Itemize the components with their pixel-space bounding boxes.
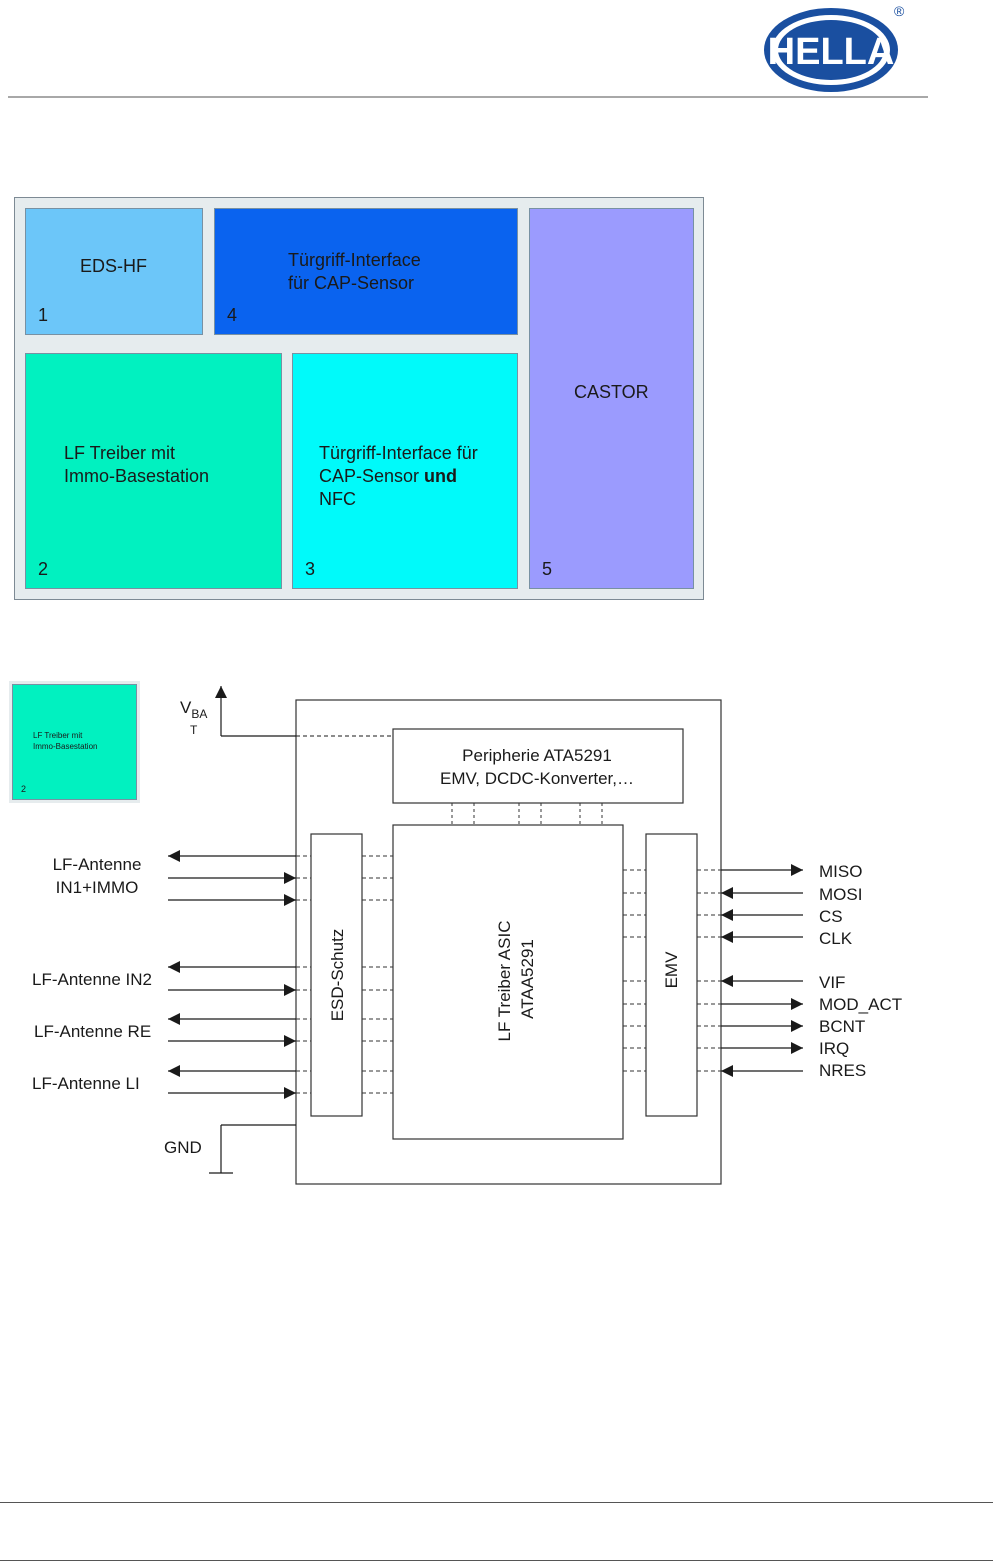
block-tuergriff-cap-number: 4 bbox=[227, 305, 238, 325]
gnd-symbol bbox=[209, 1124, 296, 1174]
block-eds-hf-number: 1 bbox=[38, 305, 49, 325]
footer-rule-top bbox=[0, 1502, 993, 1503]
block-tuergriff-cap: Türgriff-Interface für CAP-Sensor 4 bbox=[214, 208, 518, 335]
block-eds-hf: EDS-HF 1 bbox=[25, 208, 203, 335]
block-tuergriff-nfc-bold: und bbox=[424, 466, 458, 486]
block-castor: CASTOR 5 bbox=[529, 208, 694, 589]
asic-line1: LF Treiber ASIC bbox=[495, 921, 514, 1042]
block-eds-hf-title: EDS-HF bbox=[80, 256, 147, 276]
block-tuergriff-cap-line1: Türgriff-Interface bbox=[288, 250, 421, 270]
svg-text:®: ® bbox=[894, 3, 905, 19]
block-tuergriff-nfc: Türgriff-Interface für CAP-Sensor und NF… bbox=[292, 353, 518, 589]
signal-vif: VIF bbox=[819, 973, 845, 992]
asic-box bbox=[392, 824, 624, 1140]
svg-text:HELLA: HELLA bbox=[768, 31, 895, 73]
block-tuergriff-cap-title: Türgriff-Interface für CAP-Sensor bbox=[288, 249, 421, 295]
thumbnail-line1: LF Treiber mit bbox=[33, 731, 83, 740]
block-castor-number: 5 bbox=[542, 559, 553, 579]
right-signal-lines bbox=[721, 864, 803, 1077]
footer-rule-bottom bbox=[0, 1560, 993, 1561]
asic-line2: ATAA5291 bbox=[518, 939, 537, 1019]
peripherie-line2: EMV, DCDC-Konverter,… bbox=[440, 769, 634, 788]
signal-mosi: MOSI bbox=[819, 885, 862, 904]
lf-in2-label: LF-Antenne IN2 bbox=[32, 970, 152, 989]
block-lf-treiber: LF Treiber mit Immo-Basestation 2 bbox=[25, 353, 282, 589]
left-signal-lines bbox=[168, 850, 296, 1099]
emv-box bbox=[645, 833, 698, 1117]
vbat-line bbox=[215, 686, 393, 737]
signal-cs: CS bbox=[819, 907, 843, 926]
lf-li-label: LF-Antenne LI bbox=[32, 1074, 140, 1093]
block-tuergriff-nfc-line1: Türgriff-Interface für bbox=[319, 443, 478, 463]
thumbnail-number: 2 bbox=[21, 784, 27, 794]
block-tuergriff-cap-line2: für CAP-Sensor bbox=[288, 273, 415, 293]
esd-label: ESD-Schutz bbox=[328, 929, 347, 1022]
block-lf-treiber-title: LF Treiber mit Immo-Basestation bbox=[64, 442, 209, 488]
header-rule bbox=[8, 96, 928, 98]
signal-mod-act: MOD_ACT bbox=[819, 995, 902, 1014]
peripherie-asic-links bbox=[451, 803, 603, 825]
right-dashed-links bbox=[623, 869, 721, 1072]
lf-re-label: LF-Antenne RE bbox=[34, 1022, 151, 1041]
block-lf-treiber-number: 2 bbox=[38, 559, 49, 579]
block-lf-treiber-line1: LF Treiber mit bbox=[64, 443, 176, 463]
left-dashed-links bbox=[296, 855, 393, 1094]
signal-irq: IRQ bbox=[819, 1039, 849, 1058]
block-tuergriff-nfc-line3: NFC bbox=[319, 489, 356, 509]
signal-miso: MISO bbox=[819, 862, 862, 881]
block-lf-treiber-line2: Immo-Basestation bbox=[64, 466, 210, 486]
block-tuergriff-nfc-title: Türgriff-Interface für CAP-Sensor und NF… bbox=[319, 442, 478, 511]
hella-logo: HELLA ® bbox=[764, 3, 905, 92]
block-tuergriff-nfc-line2: CAP-Sensor bbox=[319, 466, 425, 486]
signal-nres: NRES bbox=[819, 1061, 866, 1080]
vbat-label: VBA bbox=[180, 698, 207, 721]
emv-label: EMV bbox=[662, 951, 681, 989]
esd-box bbox=[310, 833, 363, 1117]
signal-clk: CLK bbox=[819, 929, 853, 948]
signal-bcnt: BCNT bbox=[819, 1017, 865, 1036]
gnd-label: GND bbox=[164, 1138, 202, 1157]
lf-in1-label-line2: IN1+IMMO bbox=[56, 878, 139, 897]
peripherie-box bbox=[392, 728, 684, 804]
block-castor-title: CASTOR bbox=[574, 382, 649, 402]
lf-in1-label-line1: LF-Antenne bbox=[53, 855, 142, 874]
vbat-label-cont: T bbox=[190, 723, 198, 737]
thumbnail-title: LF Treiber mit Immo-Basestation bbox=[33, 730, 97, 752]
block-tuergriff-nfc-number: 3 bbox=[305, 559, 316, 579]
thumbnail-line2: Immo-Basestation bbox=[33, 742, 98, 751]
thumbnail-lf-treiber: LF Treiber mit Immo-Basestation 2 bbox=[12, 684, 137, 800]
peripherie-line1: Peripherie ATA5291 bbox=[462, 746, 612, 765]
